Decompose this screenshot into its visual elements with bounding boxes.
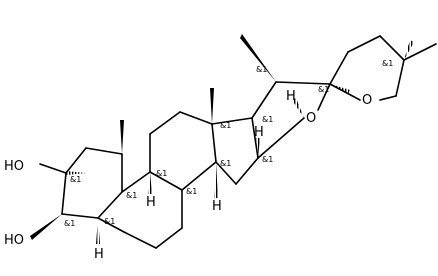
bond — [215, 161, 237, 185]
ring-e — [251, 81, 331, 159]
bond — [251, 117, 259, 159]
hashed-bond-c9-h — [148, 172, 152, 194]
stereo-c13: &1 — [220, 121, 231, 130]
bond — [155, 227, 183, 249]
label-h-c14: H — [212, 199, 222, 214]
bond — [149, 111, 181, 135]
bond — [123, 231, 157, 249]
bond — [211, 117, 253, 125]
hashed-bond-c16-h — [292, 98, 304, 118]
bond — [85, 147, 123, 155]
bond — [149, 171, 183, 191]
hashed-bond-c17-h — [256, 138, 260, 158]
bond — [347, 35, 381, 53]
stereo-c5: &1 — [104, 217, 115, 226]
stereo-c3: &1 — [64, 219, 75, 228]
stereo-c14: &1 — [220, 159, 231, 168]
bond — [61, 213, 99, 219]
label-h-c9: H — [146, 195, 156, 210]
ring-f — [329, 35, 405, 101]
stereo-c17: &1 — [262, 115, 273, 124]
bond — [257, 117, 305, 159]
methyl-bond-c25 — [403, 43, 437, 61]
label-ho-bottom: HO — [4, 233, 24, 248]
ring-c — [149, 111, 217, 191]
label-ho-top: HO — [4, 159, 24, 174]
stereo-c10: &1 — [126, 191, 137, 200]
stereo-c2: &1 — [70, 175, 81, 184]
ring-b — [97, 171, 183, 249]
bond — [211, 123, 217, 163]
hashed-bond-c14-h — [214, 162, 218, 198]
bond — [97, 217, 125, 233]
bond-c2-oh — [39, 163, 67, 174]
stereo-c16: &1 — [262, 155, 273, 164]
bond — [61, 172, 67, 215]
bond — [97, 191, 123, 219]
label-h-c5: H — [94, 247, 104, 262]
bond — [181, 161, 217, 191]
stereo-c20: &1 — [256, 65, 267, 74]
ring-d — [211, 117, 259, 185]
label-o-furan: O — [306, 111, 316, 126]
hashed-bond-c5-h — [96, 218, 100, 244]
bond — [179, 111, 213, 125]
wedge-bond-c3-oh — [30, 214, 62, 240]
stereo-c22: &1 — [318, 85, 329, 94]
bond — [251, 81, 277, 119]
hashed-bond-c22-o — [330, 84, 350, 94]
bond — [379, 35, 405, 61]
bond — [395, 59, 405, 97]
bond — [65, 147, 87, 174]
label-h-c17: H — [254, 125, 264, 140]
stereo-c25: &1 — [382, 59, 393, 68]
methyl-wedge-c13 — [210, 88, 214, 124]
bond — [317, 83, 331, 111]
bond — [329, 51, 349, 85]
bond — [275, 81, 331, 85]
bond — [121, 171, 151, 193]
stereo-c9: &1 — [156, 169, 167, 178]
bond — [379, 95, 397, 101]
hashed-bond-c2-oh — [66, 171, 86, 175]
label-h-c16: H — [286, 89, 296, 104]
label-o-pyran: O — [362, 93, 372, 108]
bond — [235, 157, 259, 185]
hashed-bond-c25-me — [404, 40, 414, 60]
methyl-wedge-c10 — [120, 120, 124, 154]
methyl-wedge-c20 — [240, 34, 276, 82]
stereo-c8: &1 — [186, 187, 197, 196]
ring-a — [61, 147, 123, 219]
